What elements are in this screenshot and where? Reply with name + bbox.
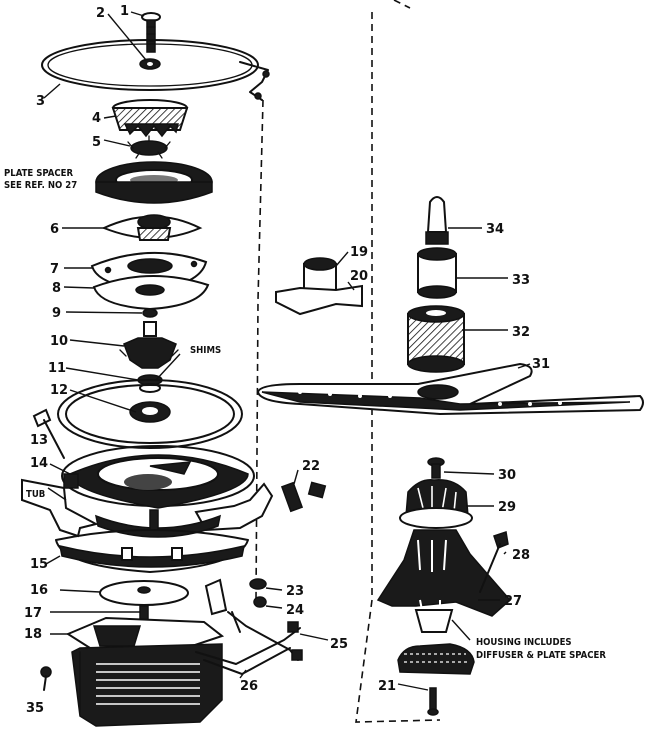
plate-spacer xyxy=(95,161,213,204)
part-27-housing xyxy=(376,529,512,633)
callout-33: 33 xyxy=(512,273,530,288)
part-35-screw xyxy=(40,666,52,691)
callout-labels: 1 2 3 4 5 6 7 8 9 10 11 12 13 14 15 16 1… xyxy=(24,4,550,716)
callout-6: 6 xyxy=(50,222,59,237)
callout-34: 34 xyxy=(486,222,504,237)
part-30-bolt xyxy=(427,457,445,479)
callout-18: 18 xyxy=(24,627,42,642)
leader-lines xyxy=(43,11,531,691)
part-8-plate xyxy=(92,274,210,311)
note-plate-spacer-1: PLATE SPACER xyxy=(4,168,74,179)
dashed-guide-center xyxy=(255,99,264,601)
tub-section xyxy=(21,478,274,538)
callout-22: 22 xyxy=(302,459,320,474)
callout-25: 25 xyxy=(330,637,348,652)
part-20-bracket xyxy=(275,284,363,316)
callout-26: 26 xyxy=(240,679,258,694)
callout-35: 35 xyxy=(26,701,44,716)
part-9-seal xyxy=(142,308,158,318)
part-25-wiring xyxy=(195,611,303,675)
callout-8: 8 xyxy=(52,281,61,296)
callout-17: 17 xyxy=(24,606,42,621)
part-12-gasket-ring xyxy=(57,379,243,449)
part-24-nut xyxy=(253,596,267,608)
callout-21: 21 xyxy=(378,679,396,694)
part-10-impeller xyxy=(119,321,179,369)
part-2-washer xyxy=(139,58,161,70)
callout-30: 30 xyxy=(498,468,516,483)
callout-32: 32 xyxy=(512,325,530,340)
part-31-spray-arm xyxy=(256,362,644,416)
callout-29: 29 xyxy=(498,500,516,515)
part-15-lower-gasket xyxy=(55,529,249,573)
part-33-tube xyxy=(417,247,457,299)
note-housing-1: HOUSING INCLUDES xyxy=(476,637,572,648)
callout-12: 12 xyxy=(50,383,68,398)
part-4-cap xyxy=(111,99,189,138)
callout-2: 2 xyxy=(96,6,105,21)
callout-3: 3 xyxy=(36,94,45,109)
part-23-grommet xyxy=(249,578,267,590)
note-tub: TUB xyxy=(26,489,45,500)
motor xyxy=(71,643,223,727)
callout-19: 19 xyxy=(350,245,368,260)
callout-20: 20 xyxy=(350,269,368,284)
part-6-cover xyxy=(101,214,203,241)
callout-24: 24 xyxy=(286,603,304,618)
callout-15: 15 xyxy=(30,557,48,572)
callout-1: 1 xyxy=(120,4,129,19)
callout-7: 7 xyxy=(50,262,59,277)
callout-23: 23 xyxy=(286,584,304,599)
part-1-screw xyxy=(141,12,161,53)
part-32-cylinder xyxy=(407,305,465,373)
callout-31: 31 xyxy=(532,357,550,372)
callout-10: 10 xyxy=(50,334,68,349)
note-housing-2: DIFFUSER & PLATE SPACER xyxy=(476,650,606,661)
part-22-clips xyxy=(280,481,327,513)
part-13-screw xyxy=(32,408,65,459)
callout-11: 11 xyxy=(48,361,66,376)
callout-27: 27 xyxy=(504,594,522,609)
callout-14: 14 xyxy=(30,456,48,471)
part-5-impeller xyxy=(127,135,171,159)
dashed-guide-right xyxy=(355,12,441,723)
callout-4: 4 xyxy=(92,111,101,126)
part-21-screw xyxy=(427,687,439,716)
callout-16: 16 xyxy=(30,583,48,598)
part-16-disc xyxy=(99,580,189,606)
filter-mesh xyxy=(397,643,475,675)
part-34-nozzle xyxy=(425,196,449,245)
notes: PLATE SPACER SEE REF. NO 27 SHIMS TUB HO… xyxy=(4,168,606,661)
part-14-pump-housing xyxy=(61,445,255,509)
part-18-motor-bracket xyxy=(65,616,225,649)
note-plate-spacer-2: SEE REF. NO 27 xyxy=(4,180,77,191)
part-28-screw xyxy=(479,531,509,593)
callout-28: 28 xyxy=(512,548,530,563)
dashed-guide-top xyxy=(393,0,411,9)
callout-13: 13 xyxy=(30,433,48,448)
note-shims: SHIMS xyxy=(190,345,221,356)
callout-5: 5 xyxy=(92,135,101,150)
part-3-wire-support xyxy=(41,39,270,101)
part-29-pump-top xyxy=(399,479,473,529)
callout-9: 9 xyxy=(52,306,61,321)
